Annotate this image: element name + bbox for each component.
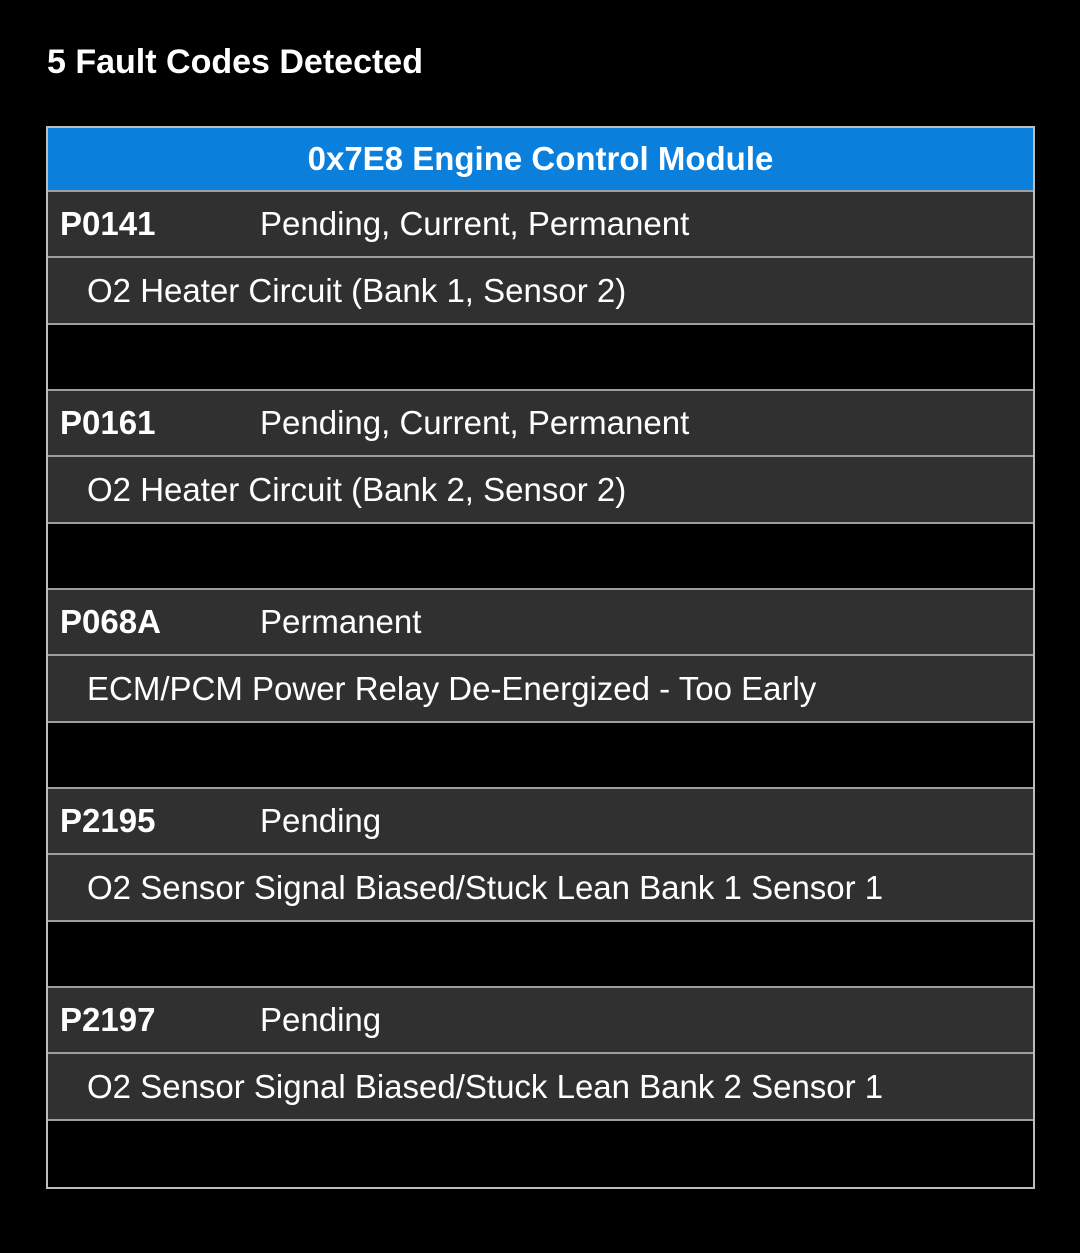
- fault-group: P2195 Pending O2 Sensor Signal Biased/St…: [48, 789, 1033, 988]
- fault-spacer: [48, 325, 1033, 391]
- fault-spacer: [48, 922, 1033, 988]
- fault-description-row[interactable]: O2 Sensor Signal Biased/Stuck Lean Bank …: [48, 855, 1033, 922]
- fault-code: P0141: [60, 205, 156, 242]
- fault-description-row[interactable]: O2 Sensor Signal Biased/Stuck Lean Bank …: [48, 1054, 1033, 1121]
- fault-status: Permanent: [260, 603, 422, 640]
- fault-status: Pending: [260, 1001, 382, 1038]
- page-title: 5 Fault Codes Detected: [47, 43, 423, 81]
- fault-description: O2 Heater Circuit (Bank 1, Sensor 2): [87, 271, 627, 309]
- fault-description: O2 Sensor Signal Biased/Stuck Lean Bank …: [87, 868, 884, 906]
- fault-description-row[interactable]: O2 Heater Circuit (Bank 1, Sensor 2): [48, 258, 1033, 325]
- module-header: 0x7E8 Engine Control Module: [48, 128, 1033, 192]
- fault-code: P2197: [60, 1001, 156, 1038]
- fault-spacer: [48, 524, 1033, 590]
- fault-status: Pending, Current, Permanent: [260, 404, 690, 441]
- fault-spacer: [48, 1121, 1033, 1187]
- fault-group: P0141 Pending, Current, Permanent O2 Hea…: [48, 192, 1033, 391]
- fault-description: ECM/PCM Power Relay De-Energized - Too E…: [87, 669, 817, 707]
- fault-code-row[interactable]: P0141 Pending, Current, Permanent: [48, 192, 1033, 258]
- fault-description: O2 Sensor Signal Biased/Stuck Lean Bank …: [87, 1067, 884, 1105]
- fault-code-row[interactable]: P2197 Pending: [48, 988, 1033, 1054]
- fault-code: P2195: [60, 802, 156, 839]
- fault-description-row[interactable]: ECM/PCM Power Relay De-Energized - Too E…: [48, 656, 1033, 723]
- fault-status: Pending: [260, 802, 382, 839]
- fault-code-table: 0x7E8 Engine Control Module P0141 Pendin…: [46, 126, 1035, 1189]
- fault-code-row[interactable]: P0161 Pending, Current, Permanent: [48, 391, 1033, 457]
- fault-group: P2197 Pending O2 Sensor Signal Biased/St…: [48, 988, 1033, 1187]
- fault-code-row[interactable]: P2195 Pending: [48, 789, 1033, 855]
- fault-code: P068A: [60, 603, 161, 640]
- fault-group: P068A Permanent ECM/PCM Power Relay De-E…: [48, 590, 1033, 789]
- fault-status: Pending, Current, Permanent: [260, 205, 690, 242]
- fault-code-row[interactable]: P068A Permanent: [48, 590, 1033, 656]
- fault-spacer: [48, 723, 1033, 789]
- fault-code: P0161: [60, 404, 156, 441]
- fault-description: O2 Heater Circuit (Bank 2, Sensor 2): [87, 470, 627, 508]
- fault-group: P0161 Pending, Current, Permanent O2 Hea…: [48, 391, 1033, 590]
- fault-description-row[interactable]: O2 Heater Circuit (Bank 2, Sensor 2): [48, 457, 1033, 524]
